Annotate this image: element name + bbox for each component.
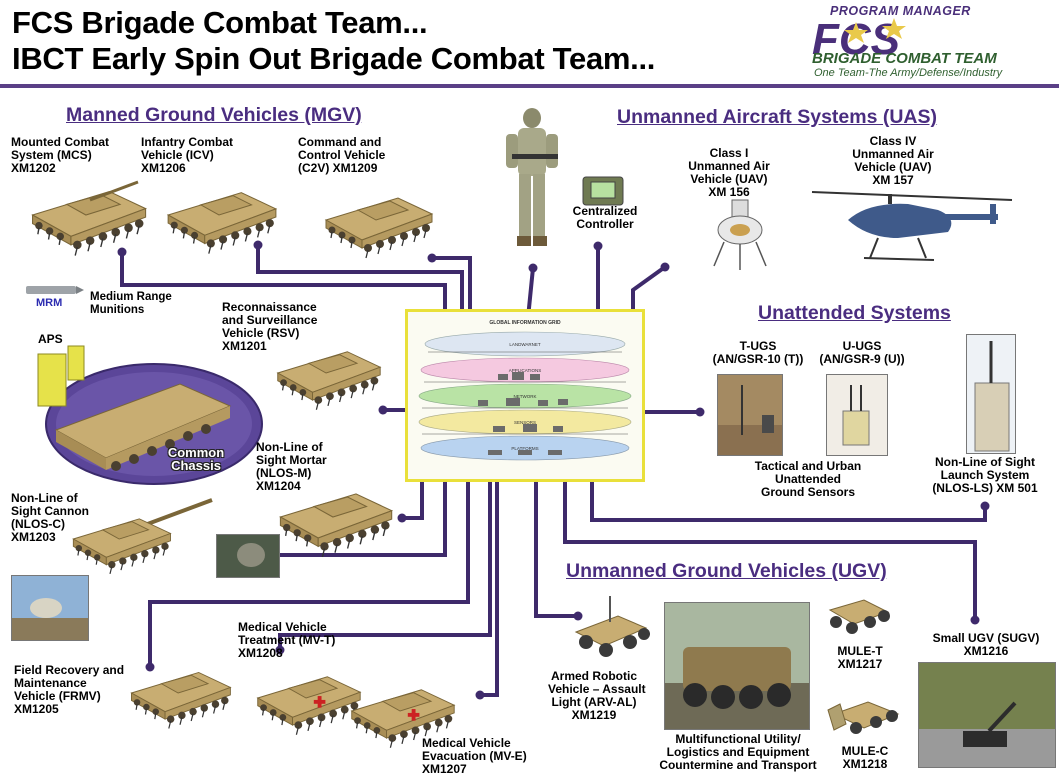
nlos-m-fire-photo bbox=[216, 534, 280, 578]
label-uugs: U-UGS(AN/GSR-9 (U)) bbox=[819, 339, 905, 366]
mcs-vehicle-image bbox=[31, 180, 147, 257]
connector-uav4 bbox=[631, 265, 667, 320]
mule-t-image bbox=[828, 599, 890, 634]
centralized-controller-image bbox=[582, 176, 624, 206]
section-title-mgv: Manned Ground Vehicles (MGV) bbox=[66, 104, 362, 126]
title-line-1: FCS Brigade Combat Team... bbox=[12, 5, 428, 40]
logo-brigade-combat-team: BRIGADE COMBAT TEAM bbox=[812, 50, 997, 67]
nlos-m-vehicle-image bbox=[279, 493, 393, 558]
network-layers-graphic: GLOBAL INFORMATION GRID LANDWARNET APPLI… bbox=[418, 320, 632, 461]
hub-layer-1: APPLICATIONS bbox=[509, 368, 541, 373]
logo-program-manager: PROGRAM MANAGER bbox=[830, 4, 971, 18]
common-chassis-graphic bbox=[37, 345, 263, 485]
connector-nlosls bbox=[590, 478, 987, 522]
nlos-c-vehicle-image bbox=[72, 498, 213, 575]
uav-class4-helicopter-image bbox=[811, 191, 1013, 261]
icv-vehicle-image bbox=[167, 191, 277, 255]
mv-e-vehicle-image bbox=[351, 689, 455, 749]
uav-class1-image bbox=[713, 199, 767, 270]
uugs-sensor-photo bbox=[826, 374, 888, 456]
mule-utility-photo bbox=[664, 602, 810, 730]
section-title-uas: Unmanned Aircraft Systems (UAS) bbox=[617, 106, 938, 128]
label-mule-utility: Multifunctional Utility/Logistics and Eq… bbox=[659, 732, 817, 772]
connector-c2v bbox=[430, 256, 472, 320]
connector-icv bbox=[256, 243, 464, 320]
hub-layer-3: SENSORS bbox=[514, 420, 536, 425]
label-aps: APS bbox=[38, 332, 63, 346]
hub-header: GLOBAL INFORMATION GRID bbox=[489, 320, 561, 326]
nlos-ls-photo bbox=[966, 334, 1016, 454]
label-sugv: Small UGV (SUGV)XM1216 bbox=[932, 631, 1040, 658]
fcs-logo-letters: FCS bbox=[812, 15, 906, 58]
connector-nlosm bbox=[400, 478, 424, 520]
connector-mvt bbox=[278, 478, 492, 652]
arv-al-robot-image bbox=[574, 596, 650, 657]
header-divider bbox=[0, 84, 1059, 88]
mule-c-image bbox=[827, 701, 900, 734]
c2v-vehicle-image bbox=[325, 197, 433, 259]
hub-layer-4: PLATFORMS bbox=[511, 446, 538, 451]
fcs-logo: PROGRAM MANAGER FCS BRIGADE COMBAT TEAM … bbox=[800, 4, 1052, 82]
connector-arv bbox=[534, 478, 580, 618]
frmv-vehicle-image bbox=[130, 671, 232, 730]
soldier-image bbox=[506, 108, 558, 246]
sugv-photo bbox=[918, 662, 1056, 768]
connector-mcs bbox=[120, 250, 447, 320]
network-hub-diagram: GLOBAL INFORMATION GRID LANDWARNET APPLI… bbox=[405, 309, 645, 482]
label-tugs: T-UGS(AN/GSR-10 (T)) bbox=[712, 339, 804, 366]
section-title-ugv: Unmanned Ground Vehicles (UGV) bbox=[566, 560, 887, 582]
tugs-sensor-photo bbox=[717, 374, 783, 456]
logo-tagline: One Team-The Army/Defense/Industry bbox=[814, 67, 1003, 79]
connector-mve bbox=[478, 478, 499, 697]
mv-t-vehicle-image bbox=[257, 676, 361, 736]
hub-layer-2: NETWORK bbox=[514, 394, 537, 399]
rsv-vehicle-image bbox=[277, 351, 381, 411]
section-title-unattended: Unattended Systems bbox=[758, 302, 951, 324]
nlos-c-firing-photo bbox=[11, 575, 89, 641]
hub-layer-0: LANDWARNET bbox=[509, 342, 541, 347]
connector-sugv bbox=[563, 478, 977, 622]
label-mrm: MRM bbox=[36, 297, 63, 309]
mrm-munition-image bbox=[26, 286, 84, 294]
connector-frmv bbox=[148, 478, 470, 669]
title-line-2: IBCT Early Spin Out Brigade Combat Team.… bbox=[12, 41, 656, 76]
